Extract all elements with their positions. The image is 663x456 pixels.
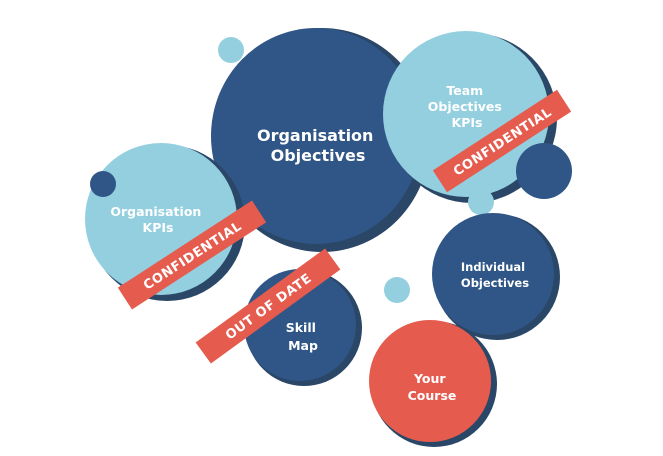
your-course-label: Your Course [408, 371, 457, 403]
organisation-objectives-bubble [211, 28, 421, 244]
decor-circle-dark-right [516, 143, 572, 199]
your-course-bubble [369, 320, 491, 442]
decor-circle-dark-kpi [90, 171, 116, 197]
skill-map-label: Skill Map [286, 320, 321, 353]
individual-objectives-bubble [432, 213, 554, 335]
organisation-objectives-label: Organisation Objectives [257, 126, 379, 165]
decor-circle-light-mid [468, 189, 494, 215]
individual-objectives-label: Individual Objectives [461, 260, 529, 290]
team-objectives-bubble [383, 31, 549, 197]
team-objectives-label: Team Objectives KPIs [428, 83, 506, 130]
organisation-kpis-label: Organisation KPIs [110, 204, 205, 235]
decor-circle-light-top [218, 37, 244, 63]
decor-circle-light-low [384, 277, 410, 303]
